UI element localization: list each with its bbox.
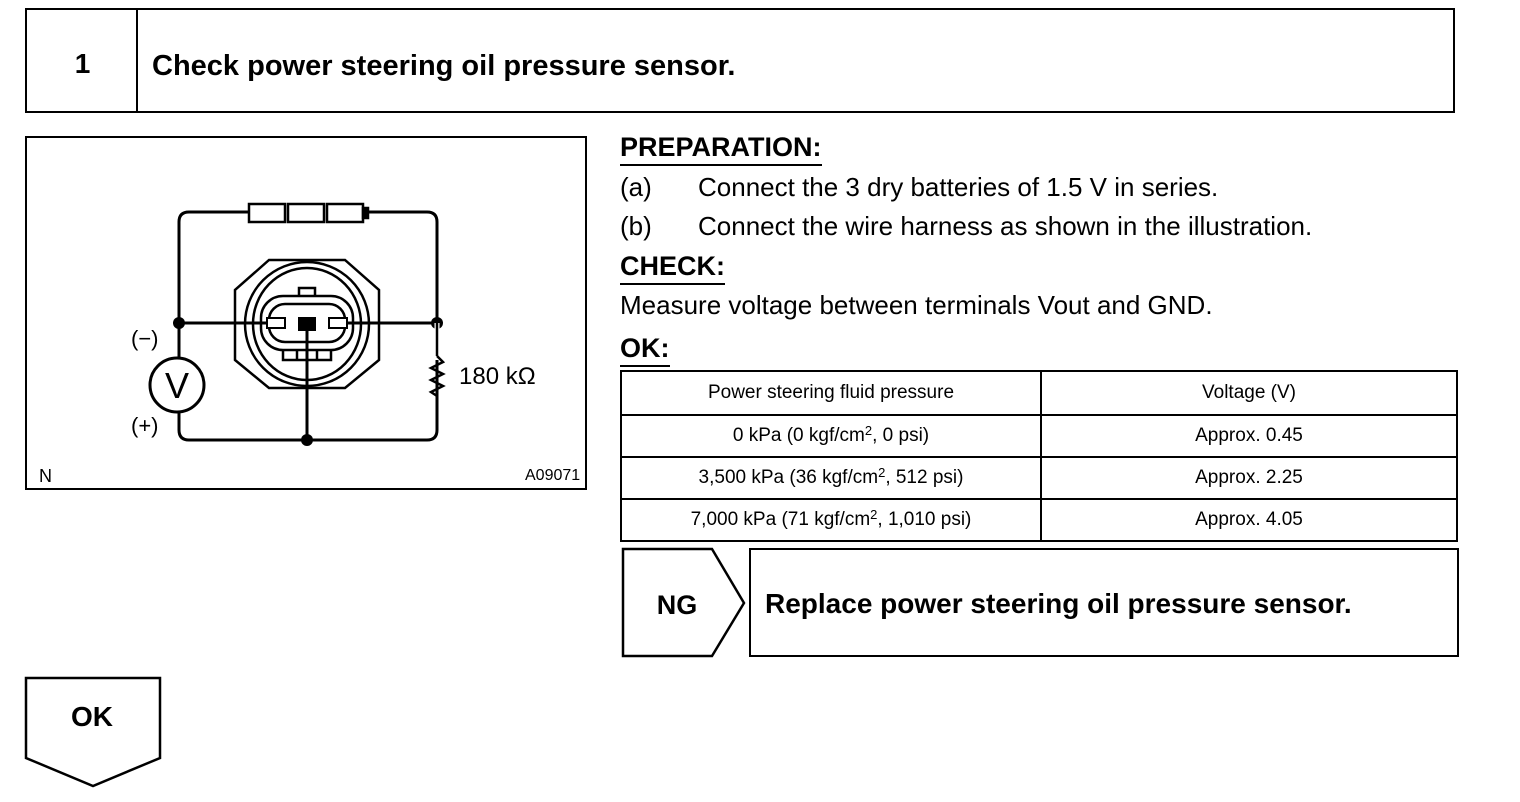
sensor-terminals	[266, 317, 348, 331]
ok-heading: OK:	[620, 333, 670, 367]
battery-3	[325, 202, 365, 224]
check-heading: CHECK:	[620, 251, 725, 285]
voltage-cell: Approx. 2.25	[1040, 456, 1458, 500]
table-row: 0 kPa (0 kgf/cm2, 0 psi) Approx. 0.45	[620, 414, 1458, 458]
voltmeter-symbol: V	[165, 365, 189, 406]
wiring-illustration: V (−) (+) 180 kΩ N A09071	[25, 136, 587, 490]
step-title: Check power steering oil pressure sensor…	[152, 50, 736, 82]
resistor-symbol	[428, 323, 446, 430]
column-header-voltage: Voltage (V)	[1040, 370, 1458, 416]
figure-code: A09071	[525, 467, 580, 484]
spec-table: Power steering fluid pressure Voltage (V…	[620, 370, 1458, 542]
battery-1	[247, 202, 287, 224]
ok-branch-label: OK	[71, 701, 113, 732]
table-row: 7,000 kPa (71 kgf/cm2, 1,010 psi) Approx…	[620, 498, 1458, 542]
preparation-item-tag: (b)	[620, 211, 652, 241]
ng-arrow-shape	[621, 547, 746, 658]
step-number: 1	[74, 48, 91, 79]
battery-terminal	[361, 206, 370, 220]
voltage-cell: Approx. 4.05	[1040, 498, 1458, 542]
pressure-cell: 3,500 kPa (36 kgf/cm2, 512 psi)	[620, 456, 1042, 500]
preparation-item-text: Connect the wire harness as shown in the…	[698, 211, 1313, 241]
preparation-item-tag: (a)	[620, 172, 652, 202]
preparation-item-text: Connect the 3 dry batteries of 1.5 V in …	[698, 172, 1219, 202]
pressure-cell: 0 kPa (0 kgf/cm2, 0 psi)	[620, 414, 1042, 458]
battery-pack	[247, 202, 370, 224]
preparation-item-a: (a) Connect the 3 dry batteries of 1.5 V …	[620, 172, 1218, 203]
ng-label: NG	[656, 590, 698, 620]
ok-arrow-shape	[24, 676, 162, 788]
step-number-cell: 1	[27, 10, 138, 111]
battery-2	[286, 202, 326, 224]
resistor-label: 180 kΩ	[459, 363, 536, 390]
plus-label: (+)	[131, 413, 159, 438]
wire-right-top	[367, 210, 439, 323]
preparation-heading: PREPARATION:	[620, 132, 822, 166]
figure-corner-label: N	[39, 466, 52, 486]
column-header-pressure: Power steering fluid pressure	[620, 370, 1042, 416]
ng-action-box: Replace power steering oil pressure sens…	[749, 548, 1459, 657]
voltage-cell: Approx. 0.45	[1040, 414, 1458, 458]
ng-action-text: Replace power steering oil pressure sens…	[765, 588, 1352, 619]
table-header-row: Power steering fluid pressure Voltage (V…	[620, 370, 1458, 416]
minus-label: (−)	[131, 326, 159, 351]
wire-left-top	[177, 210, 249, 270]
pressure-cell: 7,000 kPa (71 kgf/cm2, 1,010 psi)	[620, 498, 1042, 542]
step-header: 1 Check power steering oil pressure sens…	[25, 8, 1455, 113]
wiring-diagram: V (−) (+) 180 kΩ N A09071	[39, 202, 580, 486]
check-text: Measure voltage between terminals Vout a…	[620, 290, 1213, 320]
voltmeter	[148, 356, 206, 414]
table-row: 3,500 kPa (36 kgf/cm2, 512 psi) Approx. …	[620, 456, 1458, 500]
preparation-item-b: (b) Connect the wire harness as shown in …	[620, 211, 1312, 242]
